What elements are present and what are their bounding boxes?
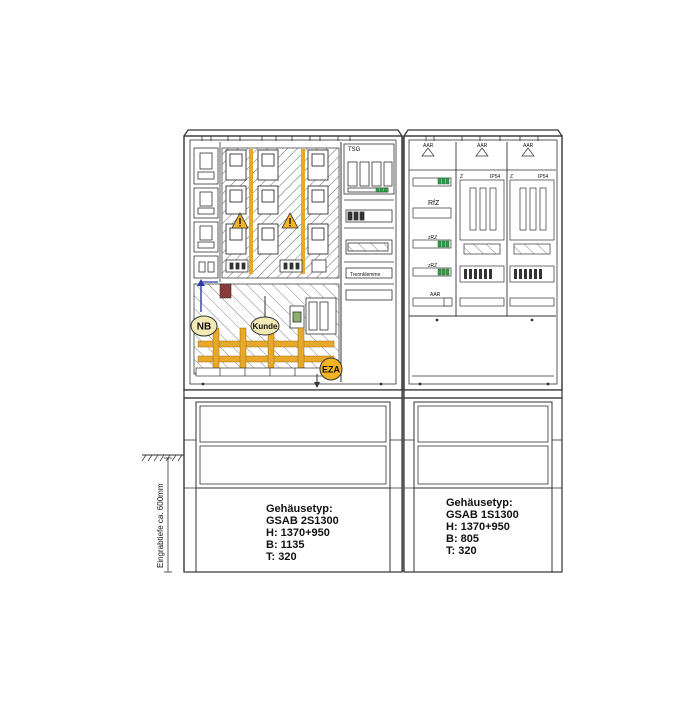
meter-columns-right — [459, 179, 555, 307]
depth-label: Eingrabtiefe ca. 600mm — [156, 483, 165, 568]
left-spec-model: GSAB 2S1300 — [266, 515, 339, 527]
left-spec-width: B: 1135 — [266, 539, 305, 551]
right-spec-block: Gehäusetyp: GSAB 1S1300 H: 1370+950 B: 8… — [446, 497, 519, 557]
left-spec-block: Gehäusetyp: GSAB 2S1300 H: 1370+950 B: 1… — [266, 503, 339, 563]
eza-label: EZA — [322, 365, 341, 375]
right-spec-title: Gehäusetyp: — [446, 497, 513, 509]
kunde-label: Kunde — [253, 322, 278, 331]
breaker-units — [289, 297, 337, 335]
right-spec-model: GSAB 1S1300 — [446, 509, 519, 521]
right-cabinet — [403, 129, 563, 391]
tsg-label: TSG — [348, 147, 361, 153]
z-label-right: Z — [510, 174, 513, 180]
fuse-block — [219, 283, 232, 299]
aar-top-label-3: AAR — [523, 143, 534, 149]
left-spec-height: H: 1370+950 — [266, 527, 330, 539]
right-spec-depth: T: 320 — [446, 545, 477, 557]
right-plinth — [403, 389, 563, 573]
arrow-up-icon — [197, 279, 218, 312]
rfz-green-terminals — [437, 177, 450, 276]
busbars — [197, 327, 335, 369]
eza-badge — [319, 357, 343, 381]
tsg-section — [343, 143, 395, 301]
kunde-badge — [250, 316, 280, 336]
z-label-left: Z — [460, 174, 463, 180]
terminal-blocks — [225, 259, 327, 273]
left-meter-column — [193, 147, 219, 279]
aar-top-label-1: AAR — [423, 143, 434, 149]
left-spec-depth: T: 320 — [266, 551, 297, 563]
left-plinth — [183, 389, 403, 573]
trennklemme-label: Trennklemme — [350, 272, 381, 278]
left-cabinet — [183, 129, 403, 391]
meter-devices — [225, 149, 329, 255]
top-connector-marks — [201, 136, 351, 141]
zrz-label-bottom: zRZ — [428, 263, 437, 269]
aar-top-label-2: AAR — [477, 143, 488, 149]
aar-label: AAR — [430, 292, 441, 298]
aar-units — [421, 147, 535, 157]
nb-badge — [190, 315, 218, 337]
bottom-terminals — [195, 367, 337, 377]
right-spec-width: B: 805 — [446, 533, 480, 545]
ground-marker — [141, 454, 184, 573]
nb-label: NB — [197, 322, 211, 333]
rfz-label: RfZ — [428, 200, 440, 207]
rfz-column — [412, 177, 453, 307]
zrz-label-top: zRZ — [428, 235, 437, 241]
right-spec-height: H: 1370+950 — [446, 521, 510, 533]
left-spec-title: Gehäusetyp: — [266, 503, 333, 515]
ip54-label-right: IP54 — [538, 174, 549, 180]
ip54-label-left: IP54 — [490, 174, 501, 180]
tsg-green-terminal — [375, 187, 388, 193]
